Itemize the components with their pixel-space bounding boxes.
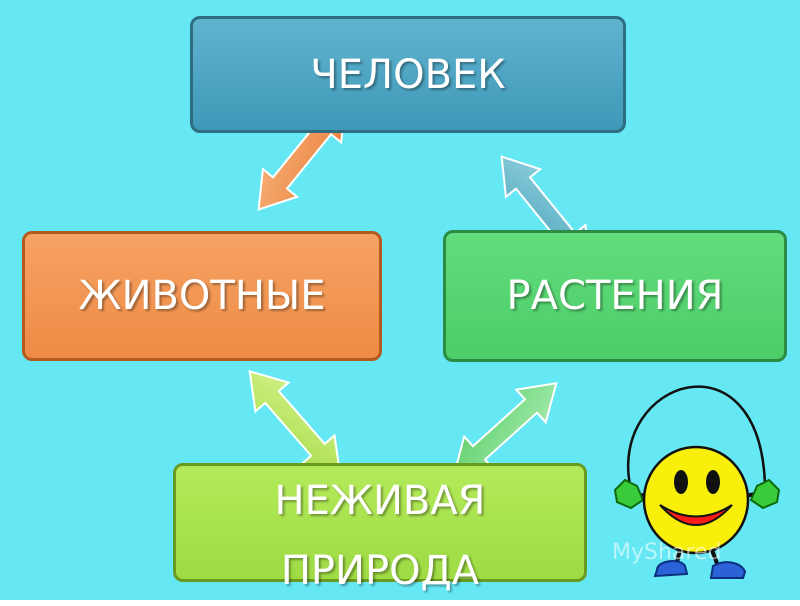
node-nonliving-label: НЕЖИВАЯ ПРИРОДА <box>275 466 486 606</box>
node-plants-label: РАСТЕНИЯ <box>507 273 724 319</box>
node-human-label: ЧЕЛОВЕК <box>310 52 505 98</box>
node-nonliving: НЕЖИВАЯ ПРИРОДА <box>173 463 587 582</box>
watermark: MyShared <box>612 540 721 565</box>
node-human: ЧЕЛОВЕК <box>190 16 626 133</box>
node-animals-label: ЖИВОТНЫЕ <box>78 273 325 319</box>
node-plants: РАСТЕНИЯ <box>443 230 787 362</box>
node-animals: ЖИВОТНЫЕ <box>22 231 382 361</box>
